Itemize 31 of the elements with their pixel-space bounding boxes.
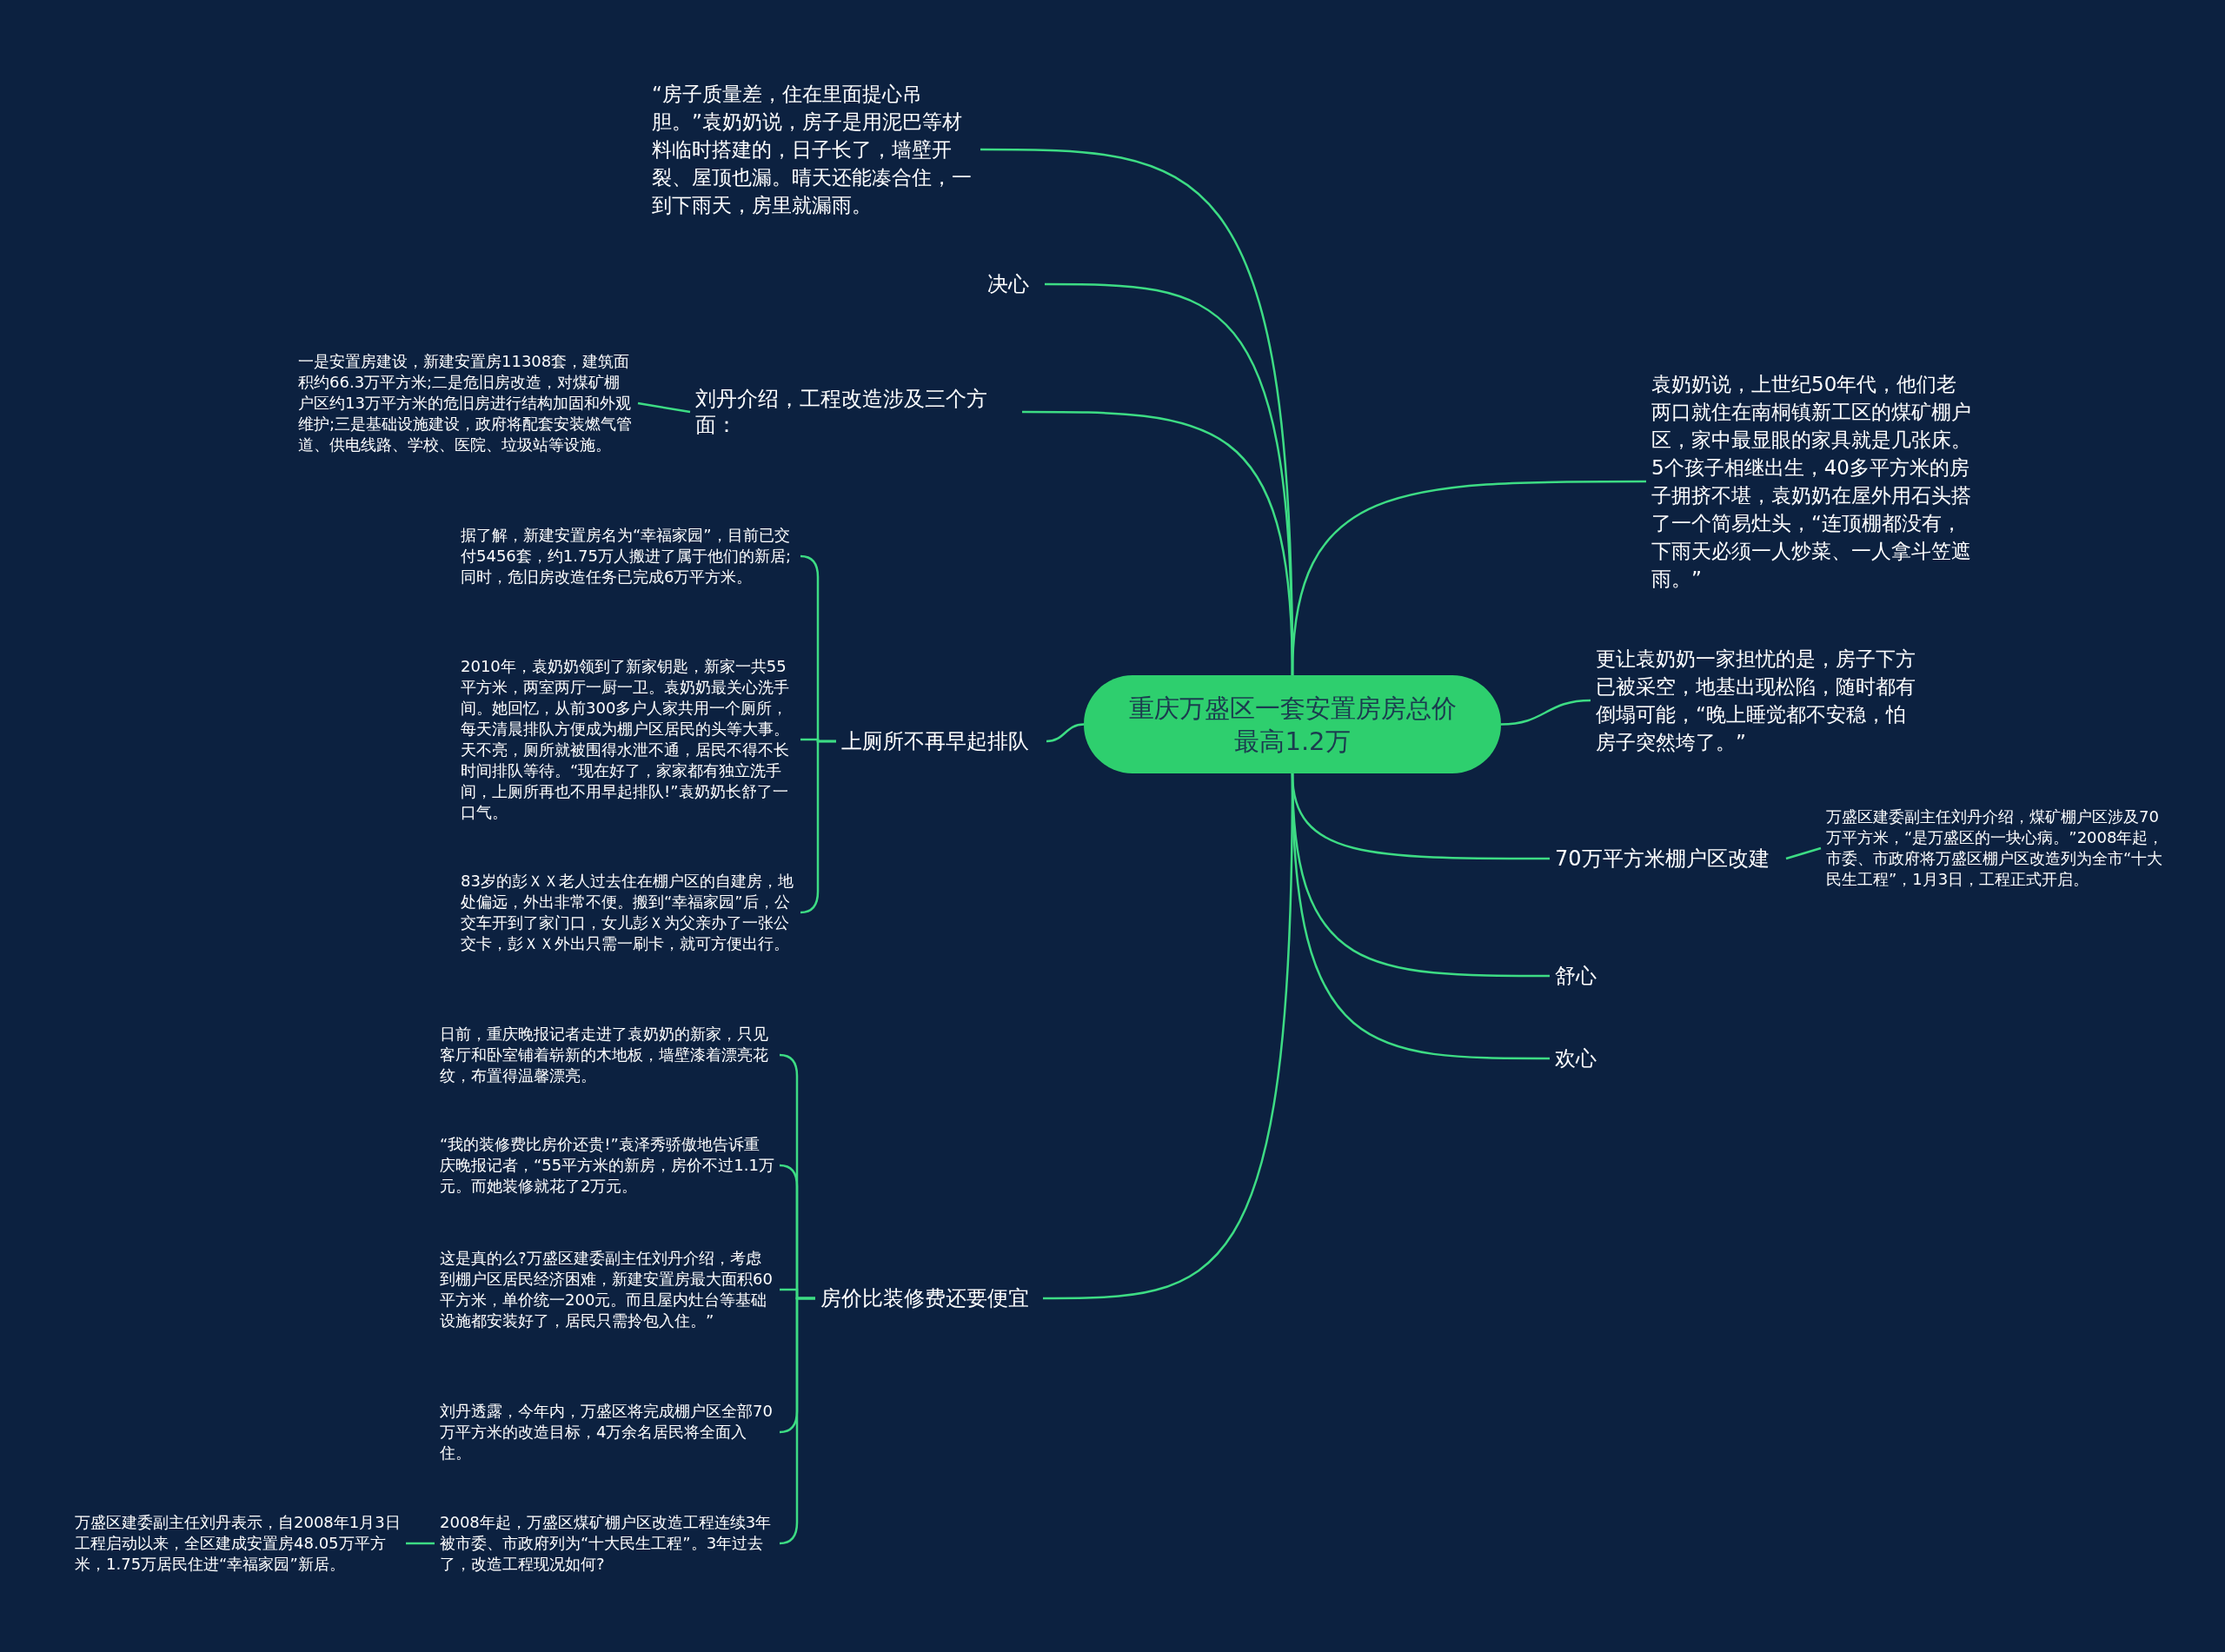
detail-text: 据了解，新建安置房名为“幸福家园”，目前已交付5456套，约1.75万人搬进了属于他们的新居;同时，危旧房改造任务已完成6万平方米。 <box>461 525 795 587</box>
detail-text: 2008年起，万盛区煤矿棚户区改造工程连续3年被市委、市政府列为“十大民生工程”。3年过去了，改造工程现况如何? <box>440 1512 774 1575</box>
topic-text: “房子质量差，住在里面提心吊胆。”袁奶奶说，房子是用泥巴等材料临时搭建的，日子长了，墙壁开裂、屋顶也漏。晴天还能凑合住，一到下雨天，房里就漏雨。 <box>652 80 975 219</box>
detail-text: 2010年，袁奶奶领到了新家钥匙，新家一共55平方米，两室两厅一厨一卫。袁奶奶最关心洗手间。她回忆，从前300多户人家共用一个厕所，每天清晨排队方便成为棚户区居民的头等大事。天不亮，厕所就被围得水泄不通，居民不得不长时间排队等待。“现在好了，家家都有独立洗手间，上厕所再也不用早起排队!”袁奶奶长舒了一口气。 <box>461 656 795 823</box>
central-topic-box: 重庆万盛区一套安置房房总价最高1.2万 <box>1084 675 1501 773</box>
branch-label: 房价比装修费还要便宜 <box>820 1285 1038 1311</box>
branch-label: 欢心 <box>1555 1045 1607 1071</box>
connector-line <box>637 401 691 414</box>
branch-label: 上厕所不再早起排队 <box>841 728 1041 754</box>
detail-text: 刘丹透露，今年内，万盛区将完成棚户区全部70万平方米的改造目标，4万余名居民将全面入住。 <box>440 1401 774 1463</box>
connector-line <box>1046 723 1085 743</box>
detail-text: “我的装修费比房价还贵!”袁泽秀骄傲地告诉重庆晚报记者，“55平方米的新房，房价不过1.1万元。而她装修就花了2万元。 <box>440 1134 774 1197</box>
branch-label: 70万平方米棚户区改建 <box>1555 846 1781 872</box>
branch-label: 决心 <box>987 271 1039 297</box>
connector-line <box>800 740 836 914</box>
connector-line <box>1785 846 1822 860</box>
connector-line <box>779 1297 815 1545</box>
connector-line <box>1291 480 1646 676</box>
topic-text: 更让袁奶奶一家担忧的是，房子下方已被采空，地基出现松陷，随时都有倒塌可能，“晚上睡觉都不安稳，怕房子突然垮了。” <box>1596 645 1919 756</box>
topic-text: 袁奶奶说，上世纪50年代，他们老两口就住在南桐镇新工区的煤矿棚户区，家中最显眼的家具就是几张床。5个孩子相继出生，40多平方米的房子拥挤不堪，袁奶奶在屋外用石头搭了一个简易灶头，“连顶棚都没有，下雨天必须一人炒菜、一人拿斗笠遮雨。” <box>1651 370 1975 593</box>
detail-text: 万盛区建委副主任刘丹表示，自2008年1月3日工程启动以来，全区建成安置房48.05万平方米，1.75万居民住进“幸福家园”新居。 <box>75 1512 401 1575</box>
detail-text: 这是真的么?万盛区建委副主任刘丹介绍，考虑到棚户区居民经济困难，新建安置房最大面积60平方米，单价统一200元。而且屋内灶台等基础设施都安装好了，居民只需拎包入住。” <box>440 1248 774 1331</box>
branch-label: 刘丹介绍，工程改造涉及三个方面： <box>695 386 1017 438</box>
connector-line <box>1500 699 1591 726</box>
branch-label: 舒心 <box>1555 963 1607 989</box>
detail-text: 日前，重庆晚报记者走进了袁奶奶的新家，只见客厅和卧室铺着崭新的木地板，墙壁漆着漂亮花纹，布置得温馨漂亮。 <box>440 1024 774 1086</box>
connector-line <box>406 1542 435 1545</box>
connector-line <box>1291 773 1550 1060</box>
detail-text: 83岁的彭ＸＸ老人过去住在棚户区的自建房，地处偏远，外出非常不便。搬到“幸福家园”后，公交车开到了家门口，女儿彭Ｘ为父亲办了一张公交卡，彭ＸＸ外出只需一刷卡，就可方便出行。 <box>461 871 795 954</box>
detail-text: 万盛区建委副主任刘丹介绍，煤矿棚户区涉及70万平方米，“是万盛区的一块心病。”2008年起，市委、市政府将万盛区棚户区改造列为全市“十大民生工程”，1月3日，工程正式开启。 <box>1826 806 2167 890</box>
detail-text: 一是安置房建设，新建安置房11308套，建筑面积约66.3万平方米;二是危旧房改造，对煤矿棚户区约13万平方米的危旧房进行结构加固和外观维护;三是基础设施建设，政府将配套安装燃气管道、供电线路、学校、医院、垃圾站等设施。 <box>298 351 633 455</box>
